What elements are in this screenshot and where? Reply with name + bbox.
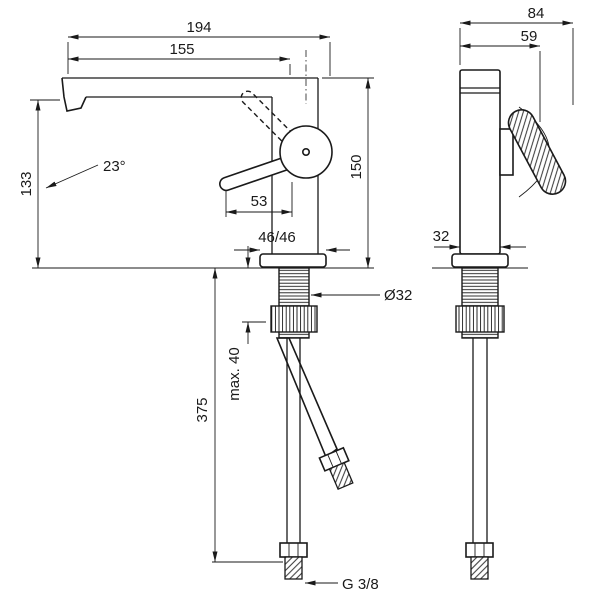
dim-total-width-label: 84 (528, 5, 545, 22)
dim-spout-height-label: 133 (18, 171, 35, 196)
dim-hose-length: 375 (194, 268, 283, 563)
dim-handle-length: 53 (225, 182, 293, 217)
side-view: 194 155 133 23° 150 (18, 19, 412, 593)
dim-spout-angle-label: 23° (103, 158, 126, 175)
dim-connection-thread-label: G 3/8 (342, 576, 379, 593)
angled-hose-connector (318, 446, 354, 491)
base-escutcheon-front (451, 253, 509, 268)
dim-handle-width: 59 (460, 28, 541, 122)
dim-base-offsets: 46/46 (234, 229, 350, 253)
dim-total-reach: 194 (67, 19, 331, 76)
dim-handle-width-label: 59 (521, 28, 538, 45)
mounting-nut (270, 305, 318, 333)
dim-body-height-label: 150 (348, 154, 365, 179)
spout-outlet-tip (61, 77, 87, 112)
dim-total-width: 84 (459, 5, 574, 105)
hose-connector-front (465, 542, 494, 580)
base-escutcheon (259, 253, 327, 268)
straight-hose-connector (279, 542, 308, 580)
dim-max-mounting-label: max. 40 (226, 347, 243, 400)
dim-shank-diameter: Ø32 (311, 287, 412, 304)
dim-spout-reach: 155 (68, 41, 291, 75)
dim-base-offsets-label: 46/46 (258, 229, 296, 246)
dim-shank-diameter-label: Ø32 (384, 287, 412, 304)
mounting-nut-front (455, 305, 505, 333)
dim-base-width: 32 (433, 228, 526, 250)
dim-body-height: 150 (322, 77, 374, 268)
front-view: 84 59 32 (432, 5, 574, 580)
dim-max-mounting: max. 40 (226, 246, 266, 401)
dim-base-width-label: 32 (433, 228, 450, 245)
dim-spout-reach-label: 155 (169, 41, 194, 58)
supply-hose-front (472, 338, 488, 543)
dim-connection-thread: G 3/8 (305, 576, 379, 593)
handle-pivot (279, 125, 333, 179)
dim-total-reach-label: 194 (186, 19, 211, 36)
handle-lever-front (507, 109, 567, 195)
dim-spout-height: 133 (18, 99, 60, 268)
supply-hose-straight (286, 338, 301, 543)
handle-pivot-screw (301, 148, 310, 157)
handle-hub-front (499, 128, 514, 176)
body-front (459, 69, 501, 255)
supply-hose-angled (275, 337, 338, 459)
dim-handle-length-label: 53 (251, 193, 268, 210)
dim-spout-angle: 23° (45, 158, 126, 189)
dim-hose-length-label: 375 (194, 397, 211, 422)
